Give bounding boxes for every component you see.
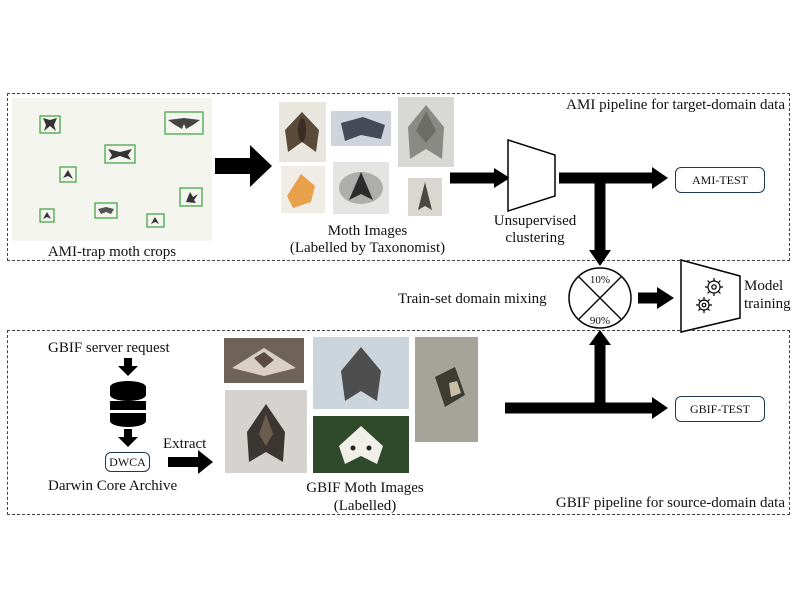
moth-crop xyxy=(59,166,77,183)
extract-label: Extract xyxy=(163,436,207,452)
domain-mixer xyxy=(568,267,632,329)
model-label-line2: training xyxy=(744,296,791,312)
moth-image xyxy=(333,162,389,214)
dwca-badge: DWCA xyxy=(105,452,150,472)
ami-pipeline-title: AMI pipeline for target-domain data xyxy=(566,97,785,113)
moth-image xyxy=(398,97,454,167)
moth-image xyxy=(224,338,304,383)
arrow-server-to-db xyxy=(118,358,138,376)
gbif-test-badge: GBIF-TEST xyxy=(675,396,765,422)
gbif-server-label: GBIF server request xyxy=(48,340,170,356)
gbif-images-label-line2: (Labelled) xyxy=(333,498,397,514)
moth-crop xyxy=(104,144,136,164)
mix-top-pct: 10% xyxy=(589,274,611,286)
ami-images-label-line2: (Labelled by Taxonomist) xyxy=(289,240,446,256)
moth-image xyxy=(281,166,325,213)
gbif-pipeline-box xyxy=(7,330,790,515)
ami-crops-label: AMI-trap moth crops xyxy=(47,244,177,260)
mixing-label: Train-set domain mixing xyxy=(398,291,547,307)
moth-crop xyxy=(94,202,118,219)
moth-crop xyxy=(39,115,61,134)
ami-test-badge: AMI-TEST xyxy=(675,167,765,193)
moth-image xyxy=(408,178,442,216)
clustering-trapezoid xyxy=(507,138,556,213)
database-icon xyxy=(109,381,147,427)
mix-bottom-pct: 90% xyxy=(589,315,611,327)
moth-crop xyxy=(179,187,203,207)
arrow-db-to-dwca xyxy=(118,429,138,447)
arrow-extract xyxy=(168,450,213,474)
moth-image xyxy=(225,390,307,473)
gbif-images-label-line1: GBIF Moth Images xyxy=(306,480,424,496)
clustering-label-line2: clustering xyxy=(505,230,565,246)
clustering-label-line1: Unsupervised xyxy=(493,213,577,229)
ami-images-label-line1: Moth Images xyxy=(327,223,408,239)
darwin-core-label: Darwin Core Archive xyxy=(48,478,178,494)
moth-image xyxy=(331,111,391,146)
model-label-line1: Model xyxy=(744,278,784,294)
arrow-crops-to-images xyxy=(215,145,272,187)
model-trapezoid xyxy=(680,259,741,333)
moth-image xyxy=(313,337,409,409)
moth-image xyxy=(415,337,478,442)
gear-icon xyxy=(705,278,723,296)
moth-image xyxy=(279,102,326,162)
moth-crop xyxy=(164,111,204,135)
moth-crop xyxy=(39,208,55,223)
moth-crop xyxy=(146,213,165,228)
gear-icon xyxy=(696,297,712,313)
ami-pipeline-box xyxy=(7,93,790,261)
gbif-pipeline-title: GBIF pipeline for source-domain data xyxy=(555,495,785,511)
moth-image xyxy=(313,416,409,473)
